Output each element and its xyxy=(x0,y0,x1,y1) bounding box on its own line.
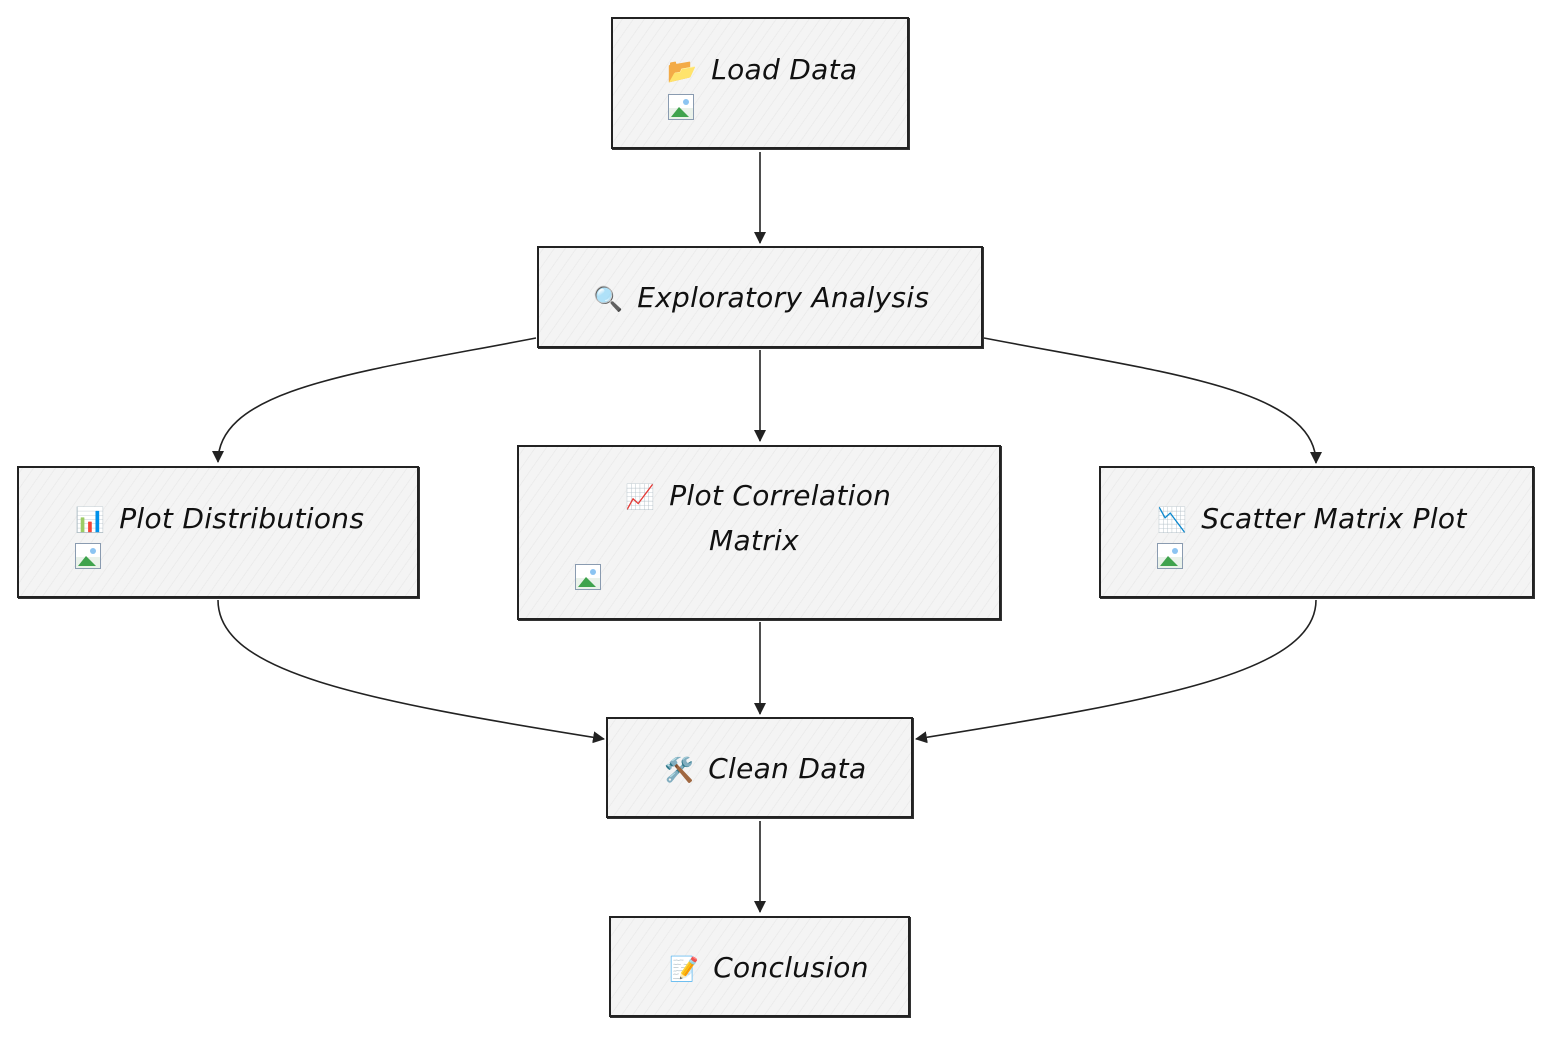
broken-image-icon xyxy=(75,543,101,569)
broken-image-icon xyxy=(668,94,694,120)
bar-chart-icon: 📊 xyxy=(75,506,106,534)
node-clean-data-title: 🛠️ Clean Data xyxy=(664,752,866,785)
node-plot-distributions[interactable]: 📊 Plot Distributions xyxy=(17,466,419,598)
chart-decreasing-icon: 📉 xyxy=(1157,506,1188,534)
open-folder-icon: 📂 xyxy=(667,57,698,85)
node-plot-distributions-label: Plot Distributions xyxy=(119,502,365,535)
node-plot-distributions-title: 📊 Plot Distributions xyxy=(75,502,364,535)
edge-distributions-to-clean xyxy=(217,599,605,744)
hammer-and-wrench-icon: 🛠️ xyxy=(664,756,695,784)
node-load-data-label: Load Data xyxy=(711,53,858,86)
node-plot-correlation-matrix[interactable]: 📈 Plot Correlation Matrix xyxy=(517,445,1001,620)
node-conclusion-title: 📝 Conclusion xyxy=(669,951,869,984)
node-exploratory-analysis[interactable]: 🔍 Exploratory Analysis xyxy=(537,246,983,348)
chart-increasing-icon: 📈 xyxy=(625,483,656,511)
edge-exploratory-to-scatter xyxy=(983,337,1322,464)
node-conclusion[interactable]: 📝 Conclusion xyxy=(609,916,910,1017)
node-exploratory-analysis-title: 🔍 Exploratory Analysis xyxy=(593,281,929,314)
node-plot-correlation-matrix-label-line1: Plot Correlation xyxy=(669,479,892,512)
node-load-data[interactable]: 📂 Load Data xyxy=(611,17,909,149)
broken-image-icon xyxy=(575,564,601,590)
node-clean-data[interactable]: 🛠️ Clean Data xyxy=(606,717,913,818)
magnifying-glass-icon: 🔍 xyxy=(593,285,624,313)
node-clean-data-label: Clean Data xyxy=(708,752,867,785)
broken-image-icon xyxy=(1157,543,1183,569)
edge-scatter-to-clean xyxy=(915,599,1317,744)
node-exploratory-analysis-label: Exploratory Analysis xyxy=(637,281,930,314)
node-scatter-matrix-plot-title: 📉 Scatter Matrix Plot xyxy=(1157,502,1467,535)
node-plot-correlation-matrix-title: 📈 Plot Correlation xyxy=(625,479,891,512)
node-scatter-matrix-plot-label: Scatter Matrix Plot xyxy=(1201,502,1467,535)
node-load-data-title: 📂 Load Data xyxy=(667,53,857,86)
node-conclusion-label: Conclusion xyxy=(713,951,869,984)
node-scatter-matrix-plot[interactable]: 📉 Scatter Matrix Plot xyxy=(1099,466,1534,598)
edge-exploratory-to-distributions xyxy=(212,337,537,463)
node-plot-correlation-matrix-label-line2: Matrix xyxy=(709,524,799,557)
memo-icon: 📝 xyxy=(669,955,700,983)
